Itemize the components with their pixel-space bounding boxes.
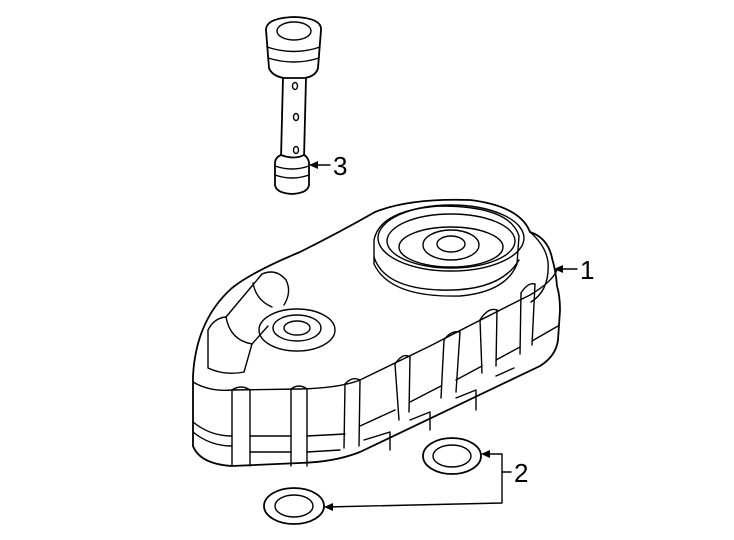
callout-3: 3	[333, 151, 347, 181]
part-1-oil-pan	[192, 198, 561, 467]
callout-1: 1	[580, 255, 594, 285]
callout-2: 2	[514, 458, 528, 488]
part-2-washers	[263, 437, 482, 525]
part-3-tube	[265, 16, 322, 195]
callout-leaders	[309, 161, 578, 511]
